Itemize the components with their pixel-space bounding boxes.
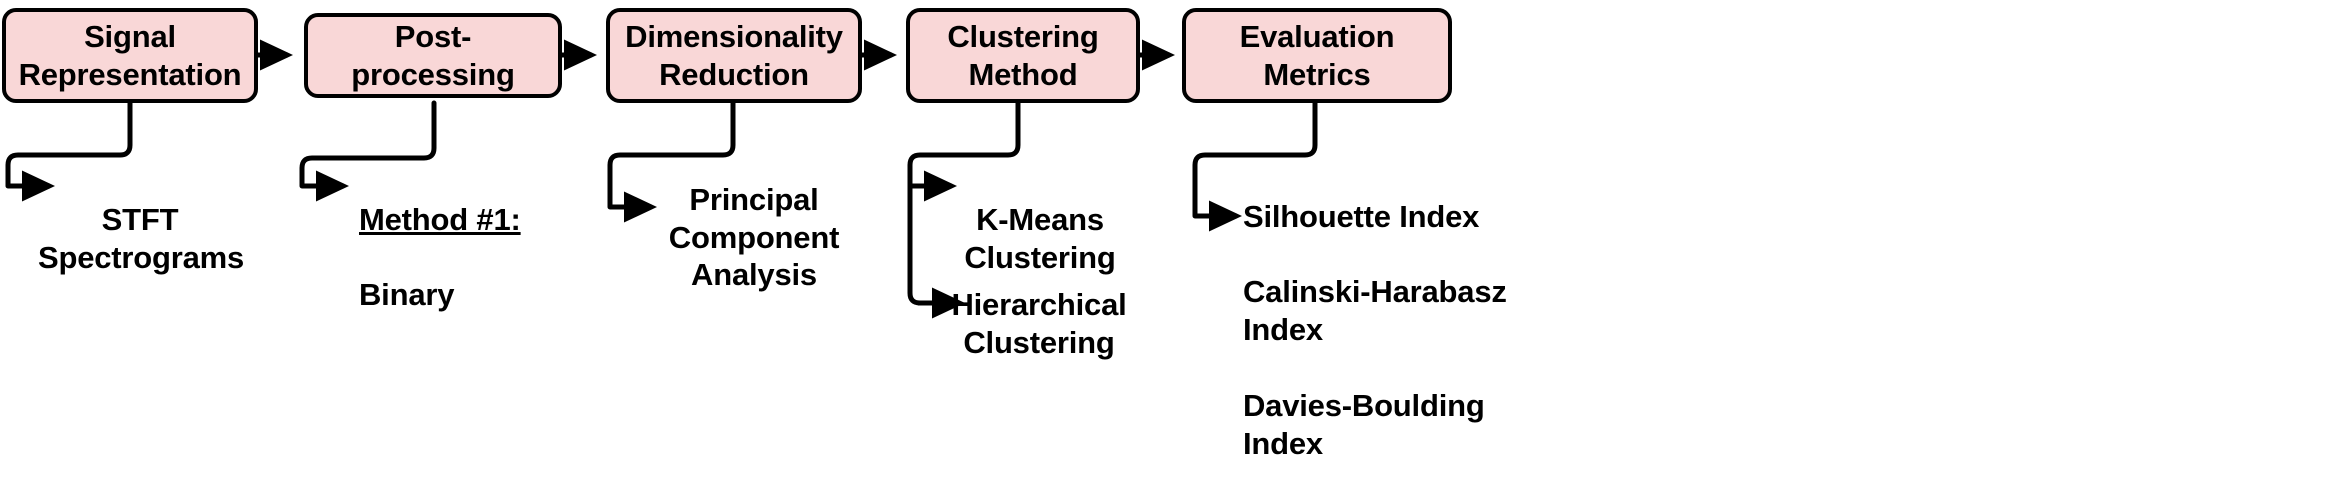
annotation-principal-component-analysis: Principal Component Analysis bbox=[648, 143, 860, 294]
annotation-label-method-1-binary: Binary bbox=[359, 277, 455, 313]
branch-connector-evaluation-metrics bbox=[1192, 100, 1318, 232]
stage-label-evaluation-metrics: Evaluation Metrics bbox=[1239, 18, 1395, 92]
stage-label-dimensionality-reduction: Dimensionality Reduction bbox=[625, 18, 843, 92]
stage-box-signal-representation[interactable]: Signal Representation bbox=[2, 8, 258, 103]
annotation-stft-spectrograms: STFT Spectrograms bbox=[38, 163, 245, 276]
annotation-k-means-clustering: K-Means Clustering bbox=[950, 163, 1130, 276]
annotation-method-1-binary: Method #1: Binary bbox=[359, 163, 559, 314]
stage-label-signal-representation: Signal Representation bbox=[18, 18, 242, 92]
annotation-prefix-method-1: Method #1: bbox=[359, 201, 521, 237]
stage-box-dimensionality-reduction[interactable]: Dimensionality Reduction bbox=[606, 8, 862, 103]
branch-connector-dimensionality-reduction bbox=[607, 100, 736, 223]
stage-box-evaluation-metrics[interactable]: Evaluation Metrics bbox=[1182, 8, 1452, 103]
annotation-label-calinski-harabasz-index: Calinski-Harabasz Index bbox=[1243, 274, 1507, 348]
annotation-evaluation-indices: Silhouette Index Calinski-Harabasz Index… bbox=[1243, 160, 1543, 488]
annotation-label-k-means-clustering: K-Means Clustering bbox=[964, 201, 1116, 275]
branch-connector-signal-representation bbox=[5, 100, 133, 202]
annotation-label-stft-spectrograms: STFT Spectrograms bbox=[38, 201, 245, 275]
stage-box-clustering-method[interactable]: Clustering Method bbox=[906, 8, 1140, 103]
annotation-hierarchical-clustering: Hierarchical Clustering bbox=[943, 248, 1135, 361]
branch-connector-clustering-method bbox=[907, 100, 1021, 319]
annotation-label-hierarchical-clustering: Hierarchical Clustering bbox=[951, 286, 1127, 360]
stage-label-clustering-method: Clustering Method bbox=[947, 18, 1099, 92]
annotation-label-davies-boulding-index: Davies-Boulding Index bbox=[1243, 387, 1485, 461]
branch-connector-post-processing bbox=[299, 100, 437, 202]
annotation-label-principal-component-analysis: Principal Component Analysis bbox=[668, 181, 840, 293]
stage-label-post-processing: Post-processing bbox=[351, 18, 515, 92]
stage-box-post-processing[interactable]: Post-processing bbox=[304, 13, 562, 98]
annotation-label-silhouette-index: Silhouette Index bbox=[1243, 198, 1480, 234]
